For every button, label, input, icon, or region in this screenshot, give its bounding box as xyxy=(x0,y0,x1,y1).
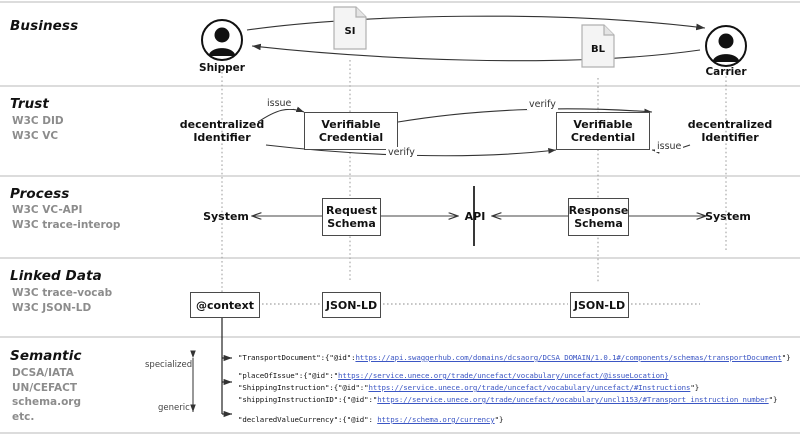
response-schema-node: Response Schema xyxy=(568,198,629,236)
band-subs-semantic: DCSA/IATA UN/CEFACT schema.org etc. xyxy=(12,366,81,424)
verifiable-credential-right: Verifiable Credential xyxy=(556,112,650,150)
generic-label: generic xyxy=(158,403,190,413)
request-schema-line2: Schema xyxy=(327,217,376,230)
semantic-url[interactable]: https://schema.org/currency xyxy=(377,415,495,424)
band-sub-item: UN/CEFACT xyxy=(12,381,77,394)
semantic-entry-row: "TransportDocument":{"@id":https://api.s… xyxy=(238,352,791,364)
semantic-entry-row: "ShippingInstruction":{"@id":"https://se… xyxy=(238,382,699,394)
edge-label-verify-bottom: verify xyxy=(386,147,417,158)
vc-right-line2: Credential xyxy=(570,131,636,144)
carrier-label: Carrier xyxy=(705,66,747,78)
vc-left-line1: Verifiable xyxy=(321,118,381,131)
band-sub-item: schema.org xyxy=(12,396,81,408)
verifiable-credential-left: Verifiable Credential xyxy=(304,112,398,150)
edge-label-issue-right: issue xyxy=(655,141,684,152)
semantic-entry-row: "shippingInstructionID":{"@id":"https://… xyxy=(238,394,777,406)
decentralized-identifier-left: decentralized Identifier xyxy=(172,114,272,148)
response-schema-line2: Schema xyxy=(574,217,623,230)
process-arrows xyxy=(252,186,706,246)
specialized-label: specialized xyxy=(145,360,193,370)
did-left-line1: decentralized xyxy=(179,118,265,131)
api-node: API xyxy=(464,209,486,223)
vc-left-line2: Credential xyxy=(318,131,384,144)
response-schema-line1: Response xyxy=(568,204,629,217)
semantic-key: "TransportDocument":{"@id": xyxy=(238,353,356,362)
shipper-label: Shipper xyxy=(199,62,245,74)
band-subs-linked-data: W3C trace-vocab W3C JSON-LD xyxy=(12,286,112,315)
band-subs-trust: W3C DID W3C VC xyxy=(12,114,64,143)
semantic-stem xyxy=(221,316,232,418)
edge-label-issue-left: issue xyxy=(265,98,294,109)
context-node: @context xyxy=(190,292,260,318)
did-right-line1: decentralized xyxy=(687,118,773,131)
semantic-tail: "} xyxy=(494,415,504,424)
semantic-key: "ShippingInstruction":{"@id":" xyxy=(238,383,369,392)
band-title-trust: Trust xyxy=(10,96,49,112)
semantic-tail: "} xyxy=(781,353,791,362)
system-left: System xyxy=(203,209,249,223)
band-sub-item: W3C DID xyxy=(12,115,64,127)
jsonld-right-node: JSON-LD xyxy=(570,292,629,318)
band-sub-item: W3C VC-API xyxy=(12,204,83,216)
semantic-tail: "} xyxy=(690,383,700,392)
edge-label-verify-top: verify xyxy=(527,99,558,110)
decentralized-identifier-right: decentralized Identifier xyxy=(680,114,780,148)
carrier-avatar-icon xyxy=(704,24,748,68)
system-right: System xyxy=(705,209,751,223)
semantic-url[interactable]: https://service.unece.org/trade/uncefact… xyxy=(338,371,669,380)
si-document-icon: SI xyxy=(333,6,367,50)
business-arrows xyxy=(246,15,706,62)
semantic-key: "shippingInstructionID":{"@id":" xyxy=(238,395,378,404)
did-left-line2: Identifier xyxy=(193,131,251,144)
semantic-tail: "} xyxy=(768,395,778,404)
band-sub-item: W3C trace-vocab xyxy=(12,287,113,299)
band-sub-item: etc. xyxy=(12,410,35,423)
band-title-business: Business xyxy=(10,18,79,34)
band-title-semantic: Semantic xyxy=(10,348,82,364)
band-sub-item: W3C trace-interop xyxy=(12,218,121,231)
semantic-url[interactable]: https://service.unece.org/trade/uncefact… xyxy=(368,383,691,392)
semantic-url[interactable]: https://api.swaggerhub.com/domains/dcsao… xyxy=(355,353,782,362)
band-sub-item: W3C JSON-LD xyxy=(12,301,92,314)
bl-document-label: BL xyxy=(591,44,605,55)
semantic-url[interactable]: https://service.unece.org/trade/uncefact… xyxy=(377,395,769,404)
shipper-avatar-icon xyxy=(200,18,244,62)
request-schema-line1: Request xyxy=(326,204,377,217)
request-schema-node: Request Schema xyxy=(322,198,381,236)
semantic-key: "declaredValueCurrency":{"@id": xyxy=(238,415,378,424)
band-title-linked-data: Linked Data xyxy=(10,268,102,284)
semantic-key: "placeOfIssue":{"@id":" xyxy=(238,371,339,380)
semantic-entry-row: "declaredValueCurrency":{"@id": https://… xyxy=(238,414,503,426)
band-subs-process: W3C VC-API W3C trace-interop xyxy=(12,203,120,232)
did-right-line2: Identifier xyxy=(701,131,759,144)
band-sub-item: DCSA/IATA xyxy=(12,367,74,379)
si-document-label: SI xyxy=(344,26,356,37)
band-title-process: Process xyxy=(10,186,70,202)
vc-right-line1: Verifiable xyxy=(573,118,633,131)
bl-document-icon: BL xyxy=(581,24,615,68)
jsonld-left-node: JSON-LD xyxy=(322,292,381,318)
band-sub-item: W3C VC xyxy=(12,129,59,142)
semantic-entry-row: "placeOfIssue":{"@id":"https://service.u… xyxy=(238,370,669,382)
